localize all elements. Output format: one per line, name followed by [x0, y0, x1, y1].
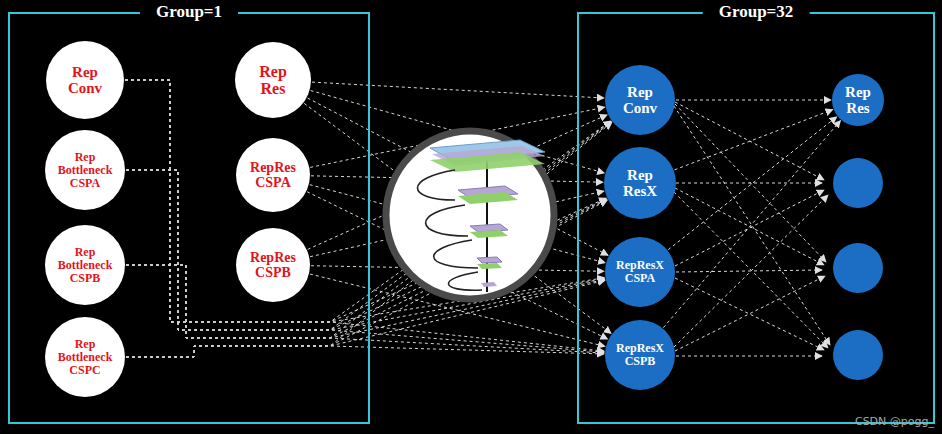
dashed-arrow [676, 100, 831, 101]
dashed-link [674, 102, 830, 356]
block-circle: Rep ResX [604, 147, 676, 219]
group-panel: Group=1Rep ConvRep Bottleneck CSPARep Bo… [8, 12, 370, 424]
block-name: Rep Res [845, 84, 871, 116]
block-circle: Rep Bottleneck CSPA [45, 130, 125, 210]
block-circle: Rep Res [235, 42, 311, 118]
dashed-arrow [663, 121, 840, 328]
block-name: Rep ResX [623, 167, 657, 199]
dashed-arrow [126, 265, 605, 338]
block-name: Rep Res [259, 63, 287, 97]
dashed-arrow [125, 80, 611, 322]
block-name: RepRes CSPB [250, 250, 296, 280]
dashed-arrow [304, 103, 611, 333]
block-circle: Rep Res [832, 74, 884, 126]
block-circle: Rep Bottleneck CSPC [45, 317, 125, 397]
watermark: CSDN @pogg_ [855, 415, 934, 428]
dashed-arrow [125, 80, 604, 351]
block-circle: RepResX CSPB [605, 320, 675, 390]
illustration-frame [386, 131, 554, 299]
dashed-arrow [125, 80, 606, 322]
group-panel: Group=32Rep ConvRep ResXRepResX CSPARepR… [577, 12, 935, 424]
panel-title: Group=32 [703, 2, 810, 22]
block-name: Rep Bottleneck CSPA [58, 151, 113, 190]
dashed-arrow [126, 280, 605, 357]
block-name: RepResX CSPA [616, 259, 664, 285]
block-circle: RepRes CSPA [236, 138, 310, 212]
block-name: Rep Bottleneck CSPC [58, 338, 113, 377]
block-circle: Rep Conv [46, 41, 124, 119]
dashed-arrow [125, 80, 604, 322]
pyramid-layers [430, 140, 545, 292]
dashed-arrow [126, 346, 604, 357]
block-name: Rep Bottleneck CSPB [58, 246, 113, 285]
panel-title: Group=1 [140, 2, 238, 22]
dashed-arrow [675, 110, 833, 170]
block-name: RepResX CSPB [616, 342, 664, 368]
block-name: RepRes CSPA [250, 160, 296, 190]
block-name: Rep Conv [68, 64, 102, 96]
dashed-arrow [126, 265, 604, 353]
skip-arcs [418, 170, 483, 290]
block-circle: Rep Bottleneck CSPB [45, 225, 125, 305]
block-circle: RepRes CSPB [236, 228, 310, 302]
dashed-arrow [312, 82, 604, 98]
empty-circle [833, 158, 883, 380]
block-circle: Rep Conv [605, 65, 675, 135]
block-name: Rep Conv [623, 84, 657, 116]
block-circle: RepResX CSPA [605, 237, 675, 307]
